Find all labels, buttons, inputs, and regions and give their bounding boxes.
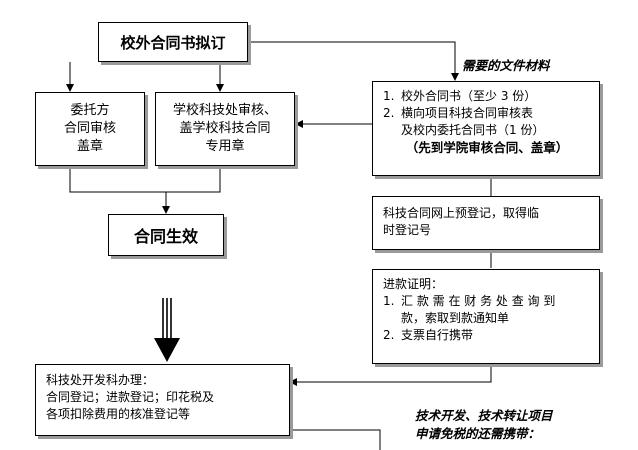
materials-item-1: 1. 校外合同书（至少 3 份） (383, 88, 591, 105)
tax-exemption-note: 技术开发、技术转让项目 申请免税的还需携带： (415, 407, 553, 443)
contract-effective-label: 合同生效 (133, 227, 198, 246)
development-office-line-3: 各项扣除费用的核准登记等 (46, 407, 191, 421)
payment-proof-box: 进款证明： 1. 汇 款 需 在 财 务 处 查 询 到 款，索取到款通知单 2… (372, 269, 600, 364)
materials-item-1-text: 校外合同书（至少 3 份） (401, 89, 537, 103)
school-review-box: 学校科技处审核、 盖学校科技合同 专用章 (155, 92, 295, 166)
materials-item-1-num: 1. (383, 89, 395, 103)
tax-exemption-line-1: 技术开发、技术转让项目 (415, 408, 553, 423)
client-review-line-2: 合同审核 (63, 121, 116, 136)
materials-box: 1. 校外合同书（至少 3 份） 2. 横向项目科技合同审核表 及校内委托合同书… (372, 81, 600, 176)
materials-item-2: 2. 横向项目科技合同审核表 (383, 105, 591, 122)
payment-item-2-line-1: 支票自行携带 (401, 328, 474, 342)
pre-registration-line-1: 科技合同网上预登记，取得临 (383, 206, 540, 220)
payment-item-1: 1. 汇 款 需 在 财 务 处 查 询 到 款，索取到款通知单 (383, 293, 591, 327)
contract-effective-box: 合同生效 (108, 214, 224, 256)
draft-contract-label: 校外合同书拟订 (120, 33, 226, 52)
materials-note: （先到学院审核合同、盖章） (405, 140, 569, 155)
pre-registration-line-2: 时登记号 (383, 223, 432, 237)
school-review-line-1: 学校科技处审核、 (172, 103, 277, 118)
client-review-line-3: 盖章 (76, 139, 103, 154)
payment-item-1-num: 1. (383, 294, 395, 308)
development-office-line-2: 合同登记；进款登记；印花税及 (46, 390, 215, 404)
arrow-title-to-materials (248, 41, 459, 81)
payment-item-2: 2. 支票自行携带 (383, 327, 591, 344)
payment-proof-title: 进款证明： (383, 277, 444, 291)
client-review-line-1: 委托方 (70, 103, 110, 118)
payment-item-2-num: 2. (383, 328, 395, 342)
development-office-box: 科技处开发科办理： 合同登记；进款登记；印花税及 各项扣除费用的核准登记等 (35, 364, 290, 436)
tax-exemption-line-2: 申请免税的还需携带： (415, 426, 541, 441)
payment-item-1-line-1: 汇 款 需 在 财 务 处 查 询 到 (401, 294, 556, 308)
materials-label: 需要的文件材料 (462, 58, 550, 73)
materials-item-2-text: 横向项目科技合同审核表 (401, 106, 534, 120)
join-left-mid (69, 166, 221, 193)
materials-item-2-cont: 及校内委托合同书（1 份） (401, 123, 545, 137)
pre-registration-box: 科技合同网上预登记，取得临 时登记号 (372, 196, 600, 250)
materials-item-2-num: 2. (383, 106, 395, 120)
client-review-box: 委托方 合同审核 盖章 (35, 92, 145, 166)
draft-contract-box: 校外合同书拟订 (98, 22, 248, 62)
arrow-payment-to-office (289, 364, 492, 386)
payment-item-1-line-2: 款，索取到款通知单 (401, 311, 510, 325)
big-down-arrow (154, 298, 180, 362)
school-review-line-3: 专用章 (205, 139, 245, 154)
development-office-line-1: 科技处开发科办理： (46, 373, 155, 387)
school-review-line-2: 盖学校科技合同 (179, 121, 271, 136)
